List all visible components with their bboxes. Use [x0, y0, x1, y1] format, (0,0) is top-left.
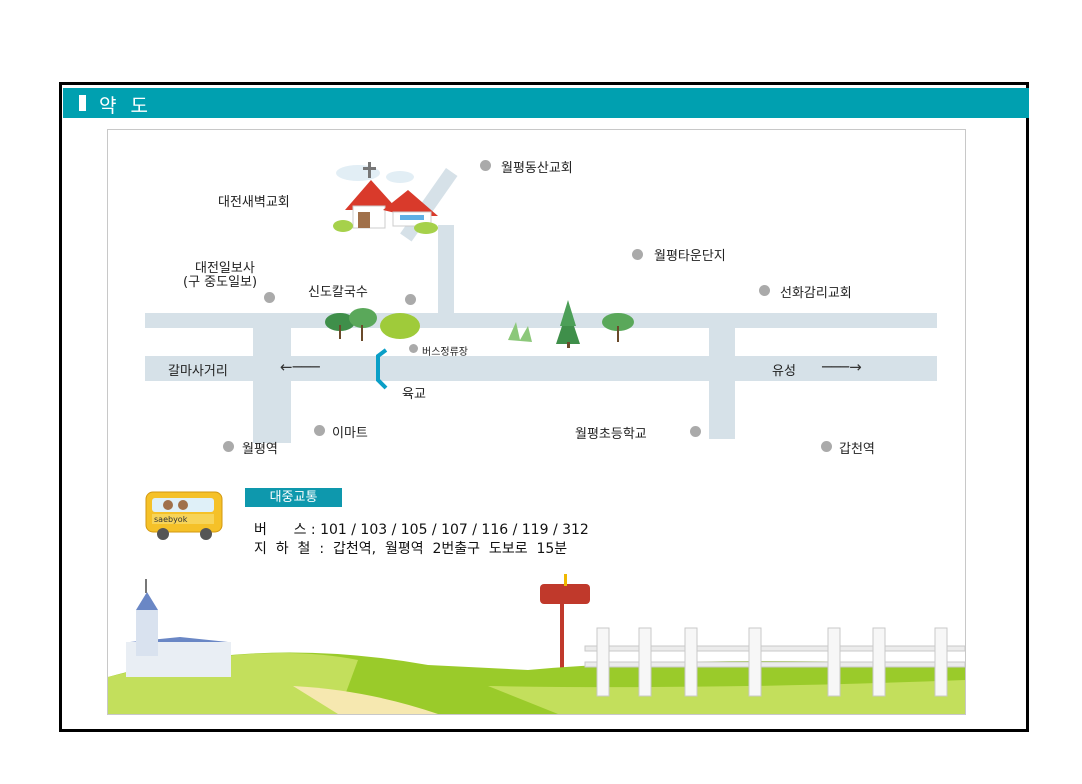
dot-sunhwa	[759, 285, 770, 296]
dot-emart	[314, 425, 325, 436]
label-elementary: 월평초등학교	[575, 427, 647, 442]
dot-wolpyeong	[223, 441, 234, 452]
church-illustration	[333, 162, 438, 234]
dot-gapcheon	[821, 441, 832, 452]
road-right-vertical	[709, 313, 735, 439]
dot-kalguksu	[405, 294, 416, 305]
label-church-main: 대전새벽교회	[218, 195, 290, 210]
label-gapcheon: 갑천역	[839, 442, 875, 457]
transit-badge: 대중교통	[245, 488, 342, 507]
label-sunhwa: 선화감리교회	[780, 286, 852, 301]
bus-sign-text: saebyok	[154, 515, 188, 524]
label-yuseong: 유성	[772, 364, 796, 379]
label-wolpyeong-station: 월평역	[242, 442, 278, 457]
label-dongsan: 월평동산교회	[501, 161, 573, 176]
arrow-left-icon: ←───	[280, 358, 320, 376]
dot-town	[632, 249, 643, 260]
location-map: saebyok	[107, 129, 966, 715]
chapel-illustration	[126, 579, 231, 677]
dot-dongsan	[480, 160, 491, 171]
label-ilbo2: (구 중도일보)	[183, 275, 258, 290]
label-town: 월평타운단지	[654, 249, 726, 264]
dot-ilbo	[264, 292, 275, 303]
section-header: 약 도	[63, 88, 1029, 118]
label-emart: 이마트	[332, 426, 368, 441]
transit-subway-line: 지 하 철 : 갑천역, 월평역 2번출구 도보로 15분	[254, 541, 568, 557]
trees-left	[325, 308, 420, 341]
trees-right	[508, 300, 634, 348]
dot-elementary	[690, 426, 701, 437]
label-kalguksu: 신도칼국수	[308, 285, 368, 300]
fence-illustration	[584, 627, 965, 697]
label-galma: 갈마사거리	[168, 364, 228, 379]
arrow-right-icon: ───→	[822, 358, 862, 376]
label-yukgyo: 육교	[402, 387, 426, 402]
header-marker	[79, 95, 86, 111]
page-title: 약 도	[99, 95, 152, 117]
bus-illustration: saebyok	[145, 491, 223, 540]
map-illustrations: saebyok	[108, 162, 965, 714]
transit-bus-line: 버 스 : 101 / 103 / 105 / 107 / 116 / 119 …	[254, 522, 589, 538]
label-ilbo1: 대전일보사	[195, 261, 255, 276]
dot-busstop	[409, 344, 418, 353]
mailbox-illustration	[540, 574, 590, 696]
road-left-vertical	[253, 313, 291, 443]
label-busstop: 버스정류장	[422, 347, 468, 358]
road-center-vertical	[438, 225, 454, 320]
